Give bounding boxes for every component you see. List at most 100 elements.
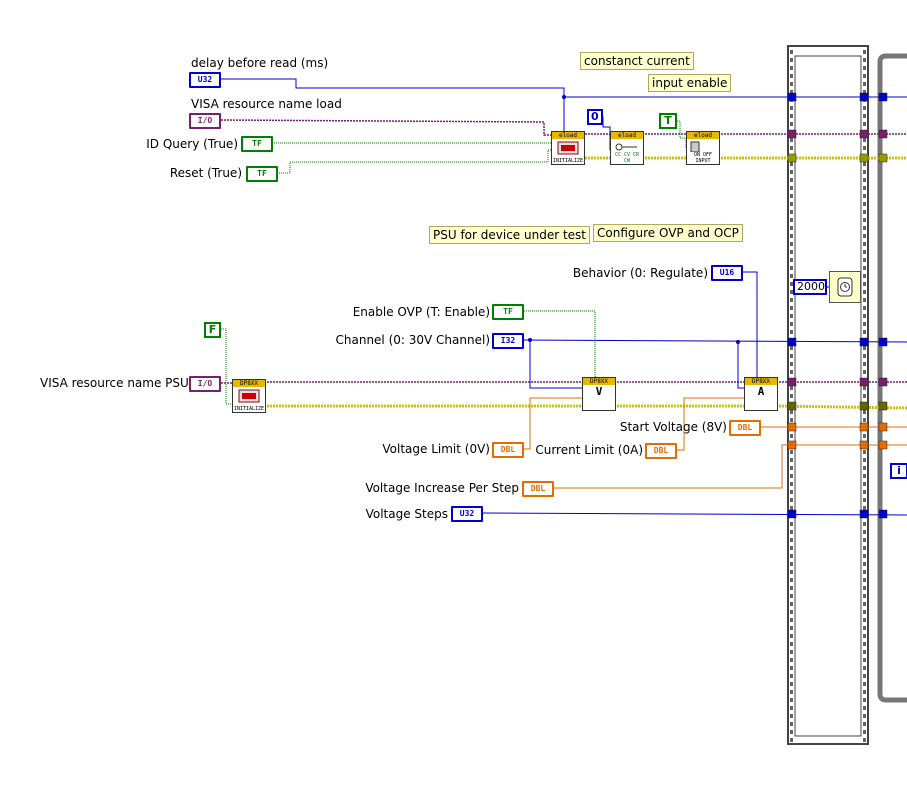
subvi-load-cc[interactable]: eload CC CV CR CW bbox=[610, 131, 644, 165]
terminal-delay[interactable]: U32 bbox=[189, 72, 221, 88]
film-hole bbox=[863, 50, 866, 54]
label-start-voltage: Start Voltage (8V) bbox=[619, 420, 727, 434]
terminal-voltage-increase[interactable]: DBL bbox=[522, 481, 554, 497]
subvi-foot: INITIALIZE bbox=[552, 158, 584, 164]
film-hole bbox=[863, 474, 866, 478]
label-voltage-steps: Voltage Steps bbox=[365, 507, 448, 521]
wait-ms-function[interactable] bbox=[829, 271, 861, 303]
film-hole bbox=[790, 226, 793, 230]
terminal-behavior[interactable]: U16 bbox=[711, 265, 743, 281]
subvi-load-input[interactable]: eload ON OFF INPUT bbox=[686, 131, 720, 165]
subvi-load-initialize[interactable]: eload INITIALIZE bbox=[551, 131, 585, 165]
terminal-start-voltage[interactable]: DBL bbox=[729, 420, 761, 436]
constant-wait-ms[interactable]: 2000 bbox=[793, 279, 827, 295]
wire-true bbox=[675, 120, 687, 148]
subvi-top: DP8XX bbox=[745, 378, 777, 385]
tunnel bbox=[859, 337, 869, 347]
film-hole bbox=[790, 650, 793, 654]
tunnel bbox=[787, 509, 797, 519]
comment-input-enable: input enable bbox=[648, 74, 732, 92]
terminal-voltage-limit[interactable]: DBL bbox=[492, 442, 524, 458]
terminal-visa-psu[interactable]: I/O bbox=[189, 376, 221, 392]
film-hole bbox=[790, 50, 793, 54]
subvi-psu-ovp[interactable]: DP8XX V bbox=[582, 377, 616, 411]
film-hole bbox=[863, 266, 866, 270]
film-hole bbox=[863, 234, 866, 238]
tunnel bbox=[878, 153, 888, 163]
constant-false[interactable]: F bbox=[204, 322, 221, 338]
tunnel bbox=[787, 422, 797, 432]
wire-visa-load-2 bbox=[585, 133, 611, 135]
film-hole bbox=[790, 258, 793, 262]
subvi-psu-initialize[interactable]: DP8XX INITIALIZE bbox=[232, 379, 266, 413]
label-current-limit: Current Limit (0A) bbox=[535, 443, 643, 457]
film-hole bbox=[790, 330, 793, 334]
film-hole bbox=[790, 162, 793, 166]
terminal-channel[interactable]: I32 bbox=[492, 333, 524, 349]
film-hole bbox=[863, 546, 866, 550]
film-hole bbox=[863, 458, 866, 462]
film-hole bbox=[863, 138, 866, 142]
film-hole bbox=[790, 730, 793, 734]
film-hole bbox=[863, 658, 866, 662]
film-hole bbox=[790, 234, 793, 238]
label-visa-psu: VISA resource name PSU bbox=[40, 376, 189, 390]
label-behavior: Behavior (0: Regulate) bbox=[572, 266, 708, 280]
film-hole bbox=[863, 674, 866, 678]
film-hole bbox=[863, 522, 866, 526]
subvi-top: eload bbox=[687, 132, 719, 139]
tunnel bbox=[878, 401, 888, 411]
film-hole bbox=[790, 714, 793, 718]
film-hole bbox=[790, 666, 793, 670]
terminal-type: DBL bbox=[653, 446, 669, 455]
terminal-visa-load[interactable]: I/O bbox=[189, 113, 221, 129]
film-hole bbox=[863, 498, 866, 502]
film-hole bbox=[863, 394, 866, 398]
subvi-top: eload bbox=[611, 132, 643, 139]
subvi-psu-ocp[interactable]: DP8XX A bbox=[744, 377, 778, 411]
film-hole bbox=[790, 570, 793, 574]
terminal-type: TF bbox=[257, 169, 267, 178]
film-hole bbox=[790, 138, 793, 142]
terminal-id-query[interactable]: TF bbox=[241, 136, 273, 152]
constant-true[interactable]: T bbox=[659, 113, 677, 129]
film-hole bbox=[863, 322, 866, 326]
film-hole bbox=[863, 434, 866, 438]
film-hole bbox=[790, 274, 793, 278]
terminal-voltage-steps[interactable]: U32 bbox=[451, 506, 483, 522]
subvi-top: eload bbox=[552, 132, 584, 139]
clock-icon bbox=[837, 277, 853, 297]
film-hole bbox=[790, 466, 793, 470]
terminal-current-limit[interactable]: DBL bbox=[645, 443, 677, 459]
wire-voltage-increase bbox=[554, 444, 907, 489]
terminal-type: DBL bbox=[500, 445, 516, 454]
film-hole bbox=[863, 162, 866, 166]
tunnel bbox=[859, 377, 869, 387]
film-hole bbox=[790, 586, 793, 590]
film-hole bbox=[863, 194, 866, 198]
terminal-type: TF bbox=[503, 307, 513, 316]
film-hole bbox=[863, 578, 866, 582]
terminal-enable-ovp[interactable]: TF bbox=[492, 304, 524, 320]
film-hole bbox=[790, 186, 793, 190]
film-hole bbox=[863, 218, 866, 222]
film-hole bbox=[790, 370, 793, 374]
wire-enable-ovp bbox=[522, 310, 596, 378]
film-hole bbox=[790, 506, 793, 510]
film-hole bbox=[790, 498, 793, 502]
film-hole bbox=[790, 250, 793, 254]
film-hole bbox=[863, 202, 866, 206]
terminal-reset[interactable]: TF bbox=[246, 166, 278, 182]
film-hole bbox=[863, 410, 866, 414]
film-hole bbox=[863, 146, 866, 150]
tunnel bbox=[859, 422, 869, 432]
film-hole bbox=[790, 218, 793, 222]
film-hole bbox=[790, 490, 793, 494]
film-hole bbox=[863, 274, 866, 278]
constant-zero[interactable]: 0 bbox=[587, 109, 603, 125]
film-hole bbox=[863, 186, 866, 190]
subvi-body: A bbox=[757, 385, 765, 398]
film-hole bbox=[790, 354, 793, 358]
